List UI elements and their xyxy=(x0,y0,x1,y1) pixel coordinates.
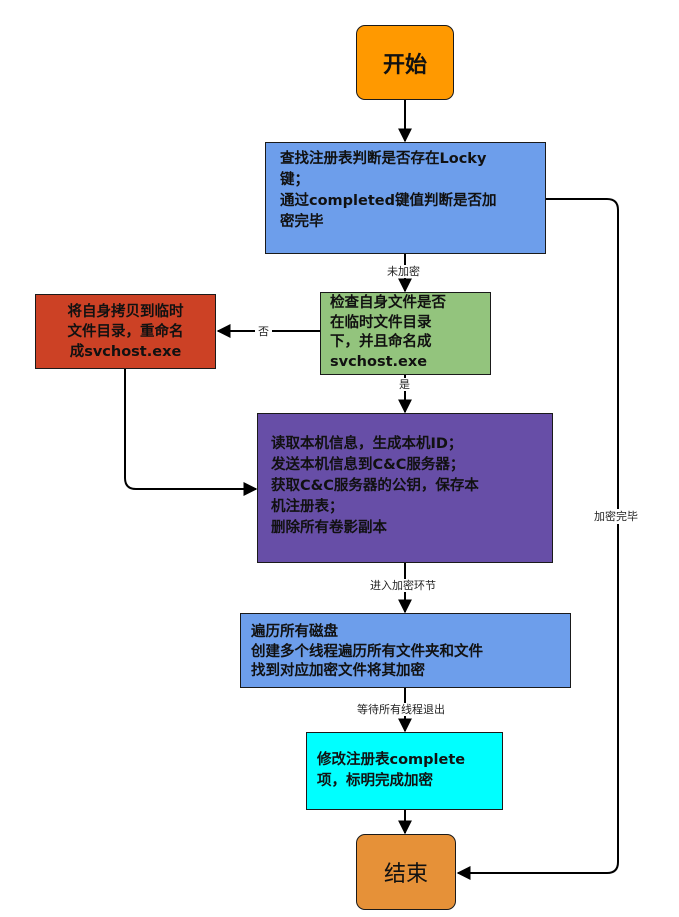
edge-label-yes: 是 xyxy=(399,378,410,391)
edge-copy-to-read-info xyxy=(124,369,258,496)
edge-label-enter-encrypt: 进入加密环节 xyxy=(370,579,436,592)
end-label: 结束 xyxy=(383,862,428,887)
copy-self-node: 将自身拷贝到临时 文件目录，重命名 成svchost.exe xyxy=(35,294,216,369)
edge-label-not-encrypted: 未加密 xyxy=(387,265,420,278)
end-node: 结束 xyxy=(356,834,456,910)
edge-encrypted-done xyxy=(456,198,619,880)
mark-done-text: 修改注册表complete 项，标明完成加密 xyxy=(317,752,466,789)
start-label: 开始 xyxy=(382,52,427,78)
check-registry-text: 查找注册表判断是否存在Locky 键； 通过completed键值判断是否加 密… xyxy=(280,151,497,230)
check-self-text: 检查自身文件是否 在临时文件目录 下，并且命名成 svchost.exe xyxy=(330,295,446,370)
read-info-text: 读取本机信息，生成本机ID； 发送本机信息到C&C服务器； 获取C&C服务器的公… xyxy=(271,436,479,536)
edge-label-no: 否 xyxy=(255,325,272,338)
copy-self-text: 将自身拷贝到临时 文件目录，重命名 成svchost.exe xyxy=(67,304,184,360)
mark-done-node: 修改注册表complete 项，标明完成加密 xyxy=(306,732,503,810)
check-registry-node: 查找注册表判断是否存在Locky 键； 通过completed键值判断是否加 密… xyxy=(265,142,546,254)
edge-label-encrypted-done: 加密完毕 xyxy=(594,509,638,524)
check-self-node: 检查自身文件是否 在临时文件目录 下，并且命名成 svchost.exe xyxy=(320,292,491,375)
start-node: 开始 xyxy=(356,25,454,100)
traverse-node: 遍历所有磁盘 创建多个线程遍历所有文件夹和文件 找到对应加密文件将其加密 xyxy=(240,613,571,688)
read-info-node: 读取本机信息，生成本机ID； 发送本机信息到C&C服务器； 获取C&C服务器的公… xyxy=(257,413,553,563)
traverse-text: 遍历所有磁盘 创建多个线程遍历所有文件夹和文件 找到对应加密文件将其加密 xyxy=(251,624,483,679)
edge-label-wait-threads: 等待所有线程退出 xyxy=(357,703,445,716)
